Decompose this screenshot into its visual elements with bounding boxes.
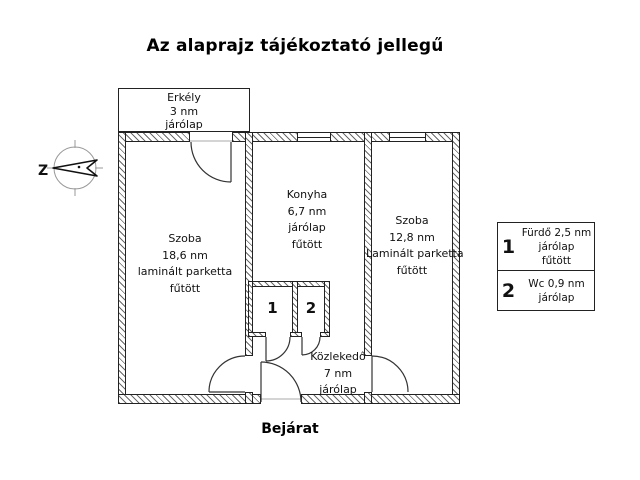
kitchen-label: Konyha 6,7 nm járólap fűtött <box>257 187 357 253</box>
legend-bath-line1: Fürdő 2,5 nm <box>521 226 592 239</box>
balcony-name: Erkély <box>167 91 201 104</box>
compass-north-letter: Z <box>38 163 48 179</box>
balcony-box: Erkély 3 nm járólap <box>118 88 250 132</box>
living-room-area: 18,6 nm <box>162 248 208 262</box>
wall-top-seg-a <box>118 132 190 142</box>
wall-bath-bottom-seg-a <box>248 332 266 337</box>
legend-bath-number: 1 <box>501 235 516 258</box>
kitchen-name: Konyha <box>286 188 328 201</box>
wall-bottom-seg-a <box>118 394 261 404</box>
wall-top-seg-b <box>232 132 298 142</box>
living-room-floor: laminált parketta <box>137 265 233 278</box>
bedroom-label: Szoba 12,8 nm Laminált parketta fűtött <box>366 213 464 279</box>
hallway-name: Közlekedő <box>310 350 366 363</box>
wall-bath-block-top <box>248 281 330 287</box>
wall-living-divider-lower <box>245 392 253 404</box>
wall-living-divider-upper <box>245 132 253 356</box>
living-room-heating: fűtött <box>169 281 201 295</box>
hallway-area: 7 nm <box>323 366 353 380</box>
kitchen-heating: fűtött <box>291 237 323 251</box>
balcony-floor: járólap <box>165 118 203 131</box>
wc-number-label: 2 <box>305 299 317 317</box>
window-bedroom <box>390 132 425 142</box>
living-room-name: Szoba <box>168 232 202 245</box>
balcony-area: 3 nm <box>169 104 199 118</box>
legend-box: 1 Fürdő 2,5 nm járólap fűtött 2 Wc 0,9 n… <box>497 222 595 311</box>
bedroom-area: 12,8 nm <box>389 230 435 244</box>
legend-wc-number: 2 <box>501 279 516 302</box>
wall-bedroom-divider-lower <box>364 392 372 404</box>
wall-bath-bottom-seg-b <box>290 332 302 337</box>
window-kitchen <box>298 132 330 142</box>
hallway-floor: járólap <box>319 383 357 396</box>
living-room-label: Szoba 18,6 nm laminált parketta fűtött <box>125 231 245 297</box>
bedroom-name: Szoba <box>395 214 429 227</box>
legend-bath-line3: fűtött <box>541 254 572 267</box>
bedroom-heating: fűtött <box>396 263 428 277</box>
hallway-label: Közlekedő 7 nm járólap <box>285 349 391 399</box>
wall-bedroom-divider-upper <box>364 132 372 356</box>
kitchen-floor: járólap <box>288 221 326 234</box>
compass-icon: Z <box>38 140 103 196</box>
legend-row-wc: 2 Wc 0,9 nm járólap <box>498 271 594 310</box>
legend-row-bath: 1 Fürdő 2,5 nm járólap fűtött <box>498 223 594 271</box>
bedroom-floor: Laminált parketta <box>366 247 464 260</box>
page-title: Az alaprajz tájékoztató jellegű <box>146 36 444 56</box>
legend-bath-line2: járólap <box>538 240 575 253</box>
legend-bath-text: Fürdő 2,5 nm járólap fűtött <box>519 226 594 268</box>
entrance-label: Bejárat <box>261 421 319 437</box>
legend-wc-line2: járólap <box>538 291 575 304</box>
wall-bath-bottom-seg-c <box>320 332 330 337</box>
legend-wc-text: Wc 0,9 nm járólap <box>519 277 594 305</box>
legend-wc-line1: Wc 0,9 nm <box>528 277 585 290</box>
wall-bath-block-right <box>324 281 330 337</box>
bath-number-label: 1 <box>267 299 278 317</box>
kitchen-area: 6,7 nm <box>287 204 327 218</box>
wall-top-seg-c <box>330 132 390 142</box>
